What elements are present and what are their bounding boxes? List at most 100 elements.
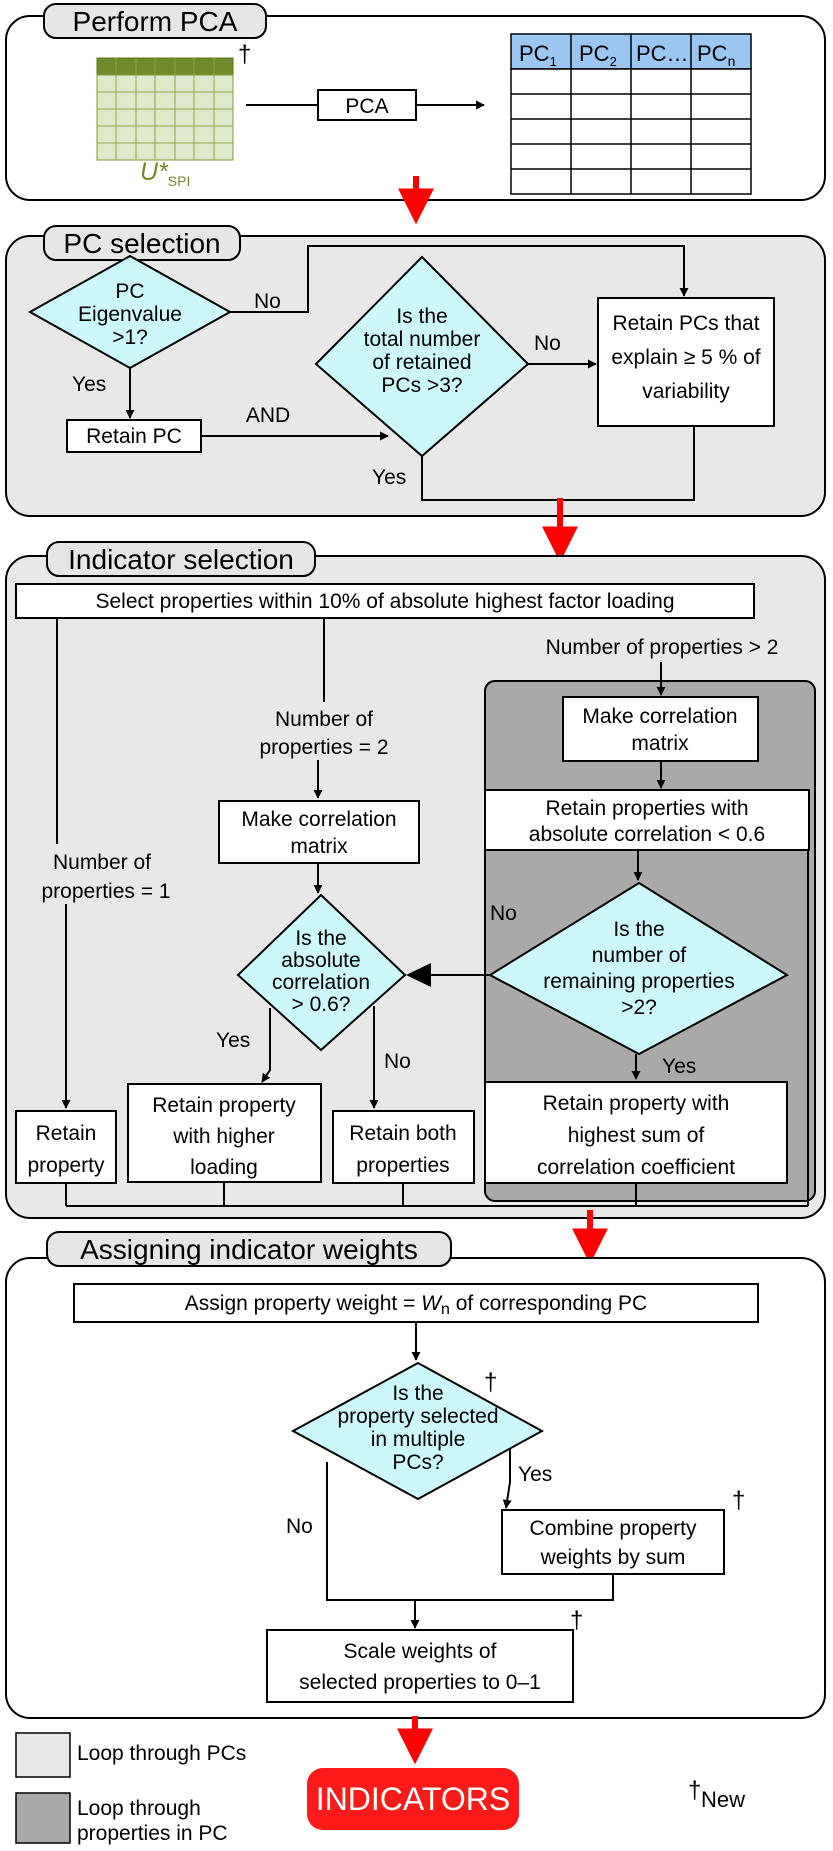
abs-corr-line4: > 0.6? [292, 993, 351, 1016]
no-label-w: No [286, 1515, 313, 1538]
corr-a-line1: Make correlation [241, 808, 396, 831]
retain5-line1: Retain PCs that [612, 312, 759, 335]
retain-sum-line3: correlation coefficient [537, 1156, 735, 1179]
remain-line3: remaining properties [543, 970, 734, 993]
n-gt-2-label: Number of properties > 2 [546, 636, 779, 659]
retain-abs-corr-box [484, 789, 810, 851]
retain-prop-line1: Retain [36, 1122, 97, 1145]
scale-weights-box [266, 1629, 574, 1703]
yes-label-1: Yes [72, 373, 106, 396]
total-line1: Is the [396, 305, 447, 328]
no-label-a: No [384, 1050, 411, 1073]
pc-header-2: PC2 [579, 41, 617, 69]
matrix-label-sub: SPI [168, 173, 191, 189]
remaining-properties-decision [487, 881, 790, 1056]
combine-dagger: † [732, 1487, 745, 1514]
legend-light-swatch [15, 1732, 71, 1778]
corr-a-line2: matrix [290, 835, 348, 858]
corr-matrix-b-box [562, 696, 759, 762]
pc-header-dots: PC… [636, 41, 689, 66]
pca-box [317, 89, 417, 121]
retain-pc-box [66, 419, 202, 453]
remain-line1: Is the [613, 918, 664, 941]
matrix-dagger: † [238, 41, 251, 68]
retain-higher-loading-box [127, 1083, 322, 1183]
yes-label-2: Yes [372, 466, 406, 489]
combine-line1: Combine property [530, 1517, 697, 1540]
indicators-label: INDICATORS [316, 1781, 510, 1817]
retain-pc-label: Retain PC [86, 425, 182, 448]
and-label: AND [246, 404, 290, 427]
n-eq-2-line1: Number of [275, 708, 373, 731]
corr-b-line2: matrix [631, 732, 689, 755]
multiple-pcs-decision [290, 1361, 545, 1501]
retain-sum-line1: Retain property with [543, 1092, 730, 1115]
remain-line4: >2? [621, 996, 657, 1019]
n-eq-1-line1: Number of [53, 851, 151, 874]
multi-line3: in multiple [371, 1428, 466, 1451]
n-eq-2-line2: properties = 2 [260, 736, 389, 759]
legend-light-label: Loop through PCs [77, 1742, 246, 1765]
retain-sum-line2: highest sum of [568, 1124, 705, 1147]
multi-line1: Is the [392, 1382, 443, 1405]
retain-property-box [15, 1110, 117, 1184]
eigen-line1: PC [115, 280, 144, 303]
retain-both-line2: properties [356, 1154, 449, 1177]
legend-dark-swatch [15, 1792, 71, 1844]
yes-label-b: Yes [662, 1055, 696, 1078]
perform-pca-title-tag [43, 3, 267, 39]
matrix-label-main: U* [140, 158, 169, 186]
assign-weight-label: Assign property weight = Wn of correspon… [185, 1292, 647, 1318]
pca-box-label: PCA [345, 95, 388, 118]
legend-dark-line1: Loop through [77, 1797, 201, 1820]
no-label-b: No [490, 902, 517, 925]
abs-corr-line3: correlation [272, 971, 370, 994]
pc-selection-title-tag [43, 225, 241, 261]
retain-higher-line1: Retain property [152, 1094, 296, 1117]
retain5-line2: explain ≥ 5 % of [611, 346, 760, 369]
retain-highest-sum-box [484, 1081, 788, 1184]
yes-label-w: Yes [518, 1463, 552, 1486]
scale-line1: Scale weights of [344, 1640, 497, 1663]
total-line2: total number [364, 328, 481, 351]
input-matrix [96, 57, 234, 161]
collector-lines [65, 1182, 809, 1207]
retain-higher-line3: loading [190, 1156, 258, 1179]
assign-weight-box [73, 1283, 759, 1323]
abs-corr-line1: Is the [295, 927, 346, 950]
perform-pca-title: Perform PCA [73, 6, 238, 37]
matrix-label: U*SPI [140, 158, 190, 189]
multi-line4: PCs? [392, 1451, 443, 1474]
select-properties-box [15, 583, 755, 619]
total-line4: PCs >3? [381, 374, 462, 397]
assigning-weights-title: Assigning indicator weights [80, 1234, 418, 1265]
retain-both-line1: Retain both [349, 1122, 456, 1145]
combine-line2: weights by sum [540, 1546, 686, 1569]
legend-new-dagger: † [688, 1777, 701, 1804]
no-label-1: No [254, 290, 281, 313]
retain5-line3: variability [642, 380, 730, 403]
pc-table: PC1 PC2 PC… PCn [510, 33, 752, 195]
abs-corr-line2: absolute [281, 949, 360, 972]
eigen-line3: >1? [112, 326, 148, 349]
eigen-line2: Eigenvalue [78, 303, 182, 326]
retain-abs-line1: Retain properties with [545, 797, 748, 820]
retain-5pct-box [597, 297, 775, 427]
abs-correlation-decision [236, 893, 407, 1052]
corr-matrix-a-box [218, 800, 420, 864]
retain-abs-line2: absolute correlation < 0.6 [529, 823, 765, 846]
pc-header-1: PC1 [519, 41, 557, 69]
multi-line2: property selected [337, 1405, 498, 1428]
scale-dagger: † [570, 1607, 583, 1634]
indicators-box [307, 1768, 519, 1830]
pc-header-n: PCn [697, 41, 735, 69]
select-properties-label: Select properties within 10% of absolute… [95, 590, 674, 613]
loop-back-arrowhead [406, 963, 431, 987]
indicator-selection-title: Indicator selection [68, 544, 294, 575]
yes-label-a: Yes [216, 1029, 250, 1052]
indicator-selection-title-tag [46, 541, 316, 577]
remain-line2: number of [592, 944, 687, 967]
n-eq-1-line2: properties = 1 [42, 880, 171, 903]
assigning-weights-title-tag [46, 1231, 452, 1267]
